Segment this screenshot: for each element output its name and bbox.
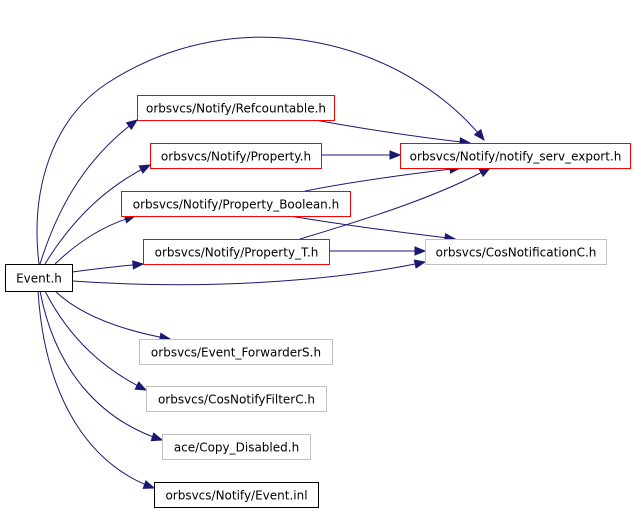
- node-event-inl[interactable]: orbsvcs/Notify/Event.inl: [154, 482, 319, 508]
- node-label: orbsvcs/Notify/Property_Boolean.h: [133, 198, 339, 212]
- edge-property-to-notify_serv_export: [321, 150, 402, 160]
- node-box: [5, 264, 73, 292]
- nodes-layer: Event.h orbsvcs/Notify/Refcountable.h orbs…: [5, 95, 631, 508]
- node-label: orbsvcs/Event_ForwarderS.h: [151, 346, 321, 360]
- node-event-forwarder-s: orbsvcs/Event_ForwarderS.h: [139, 339, 333, 365]
- arrowhead-icon: [138, 164, 152, 174]
- edge-line: [36, 36, 485, 265]
- node-cos-notify-filter-c: orbsvcs/CosNotifyFilterC.h: [146, 386, 327, 412]
- node-cos-notification-c: orbsvcs/CosNotificationC.h: [425, 239, 607, 265]
- arrowhead-icon: [134, 381, 148, 391]
- node-box: [121, 191, 351, 217]
- edge-line: [37, 290, 155, 489]
- node-label: orbsvcs/Notify/Property.h: [161, 150, 311, 164]
- node-box: [143, 239, 330, 265]
- edge-refcountable-to-notify_serv_export: [314, 119, 472, 147]
- arrowhead-icon: [413, 259, 427, 269]
- arrowhead-icon: [142, 479, 156, 489]
- edge-line: [299, 167, 491, 240]
- arrowhead-icon: [478, 167, 492, 178]
- node-label: orbsvcs/Notify/notify_serv_export.h: [410, 150, 622, 164]
- node-label: orbsvcs/Notify/Property_T.h: [155, 246, 319, 260]
- edges-layer: [36, 36, 492, 489]
- node-box: [137, 95, 335, 121]
- node-property-boolean[interactable]: orbsvcs/Notify/Property_Boolean.h: [121, 191, 351, 217]
- edge-line: [289, 215, 456, 240]
- edge-line: [314, 119, 471, 144]
- node-box: [150, 143, 322, 169]
- arrowhead-icon: [132, 260, 145, 270]
- node-event-h: Event.h: [5, 264, 73, 292]
- node-notify-serv-export[interactable]: orbsvcs/Notify/notify_serv_export.h: [400, 143, 631, 169]
- node-label: orbsvcs/Notify/Refcountable.h: [146, 102, 326, 116]
- edge-event_h-to-event_forwarder_s: [54, 290, 172, 342]
- arrowhead-icon: [414, 246, 427, 256]
- arrowhead-icon: [389, 150, 402, 160]
- node-box: [139, 339, 333, 365]
- node-property-t[interactable]: orbsvcs/Notify/Property_T.h: [143, 239, 330, 265]
- edge-event_h-to-property_boolean: [54, 214, 137, 265]
- arrowhead-icon: [125, 119, 139, 131]
- edge-event_h-to-property: [44, 164, 152, 265]
- node-box: [400, 143, 631, 169]
- node-box: [146, 386, 327, 412]
- node-refcountable[interactable]: orbsvcs/Notify/Refcountable.h: [137, 95, 335, 121]
- edge-event_h-to-cos_notify_filter_c: [44, 290, 148, 391]
- edge-event_h-to-notify_serv_export: [36, 36, 485, 265]
- node-label: orbsvcs/CosNotificationC.h: [436, 246, 597, 260]
- edge-line: [54, 290, 171, 340]
- edge-line: [71, 261, 426, 286]
- node-copy-disabled: ace/Copy_Disabled.h: [162, 434, 311, 460]
- edge-line: [44, 290, 147, 391]
- node-label: Event.h: [16, 272, 62, 286]
- node-box: [154, 482, 319, 508]
- edge-line: [39, 119, 138, 265]
- edge-event_h-to-cos_notification_c: [71, 259, 427, 286]
- node-label: ace/Copy_Disabled.h: [174, 441, 299, 455]
- edge-line: [71, 263, 144, 273]
- node-label: orbsvcs/Notify/Event.inl: [165, 489, 307, 503]
- node-property[interactable]: orbsvcs/Notify/Property.h: [150, 143, 322, 169]
- edge-property_t-to-cos_notification_c: [329, 246, 427, 256]
- arrowhead-icon: [150, 432, 164, 442]
- arrowhead-icon: [473, 128, 485, 142]
- edge-line: [39, 290, 163, 441]
- edge-line: [44, 164, 151, 265]
- node-box: [425, 239, 607, 265]
- edge-line: [304, 167, 461, 192]
- edge-event_h-to-refcountable: [39, 119, 139, 265]
- edge-event_h-to-event_inl: [37, 290, 156, 489]
- edge-line: [54, 215, 136, 265]
- edge-event_h-to-copy_disabled: [39, 290, 164, 442]
- edge-property_boolean-to-notify_serv_export: [304, 164, 462, 192]
- node-label: orbsvcs/CosNotifyFilterC.h: [158, 393, 315, 407]
- edge-property_boolean-to-cos_notification_c: [289, 215, 457, 243]
- edge-event_h-to-property_t: [71, 260, 145, 273]
- node-box: [162, 434, 311, 460]
